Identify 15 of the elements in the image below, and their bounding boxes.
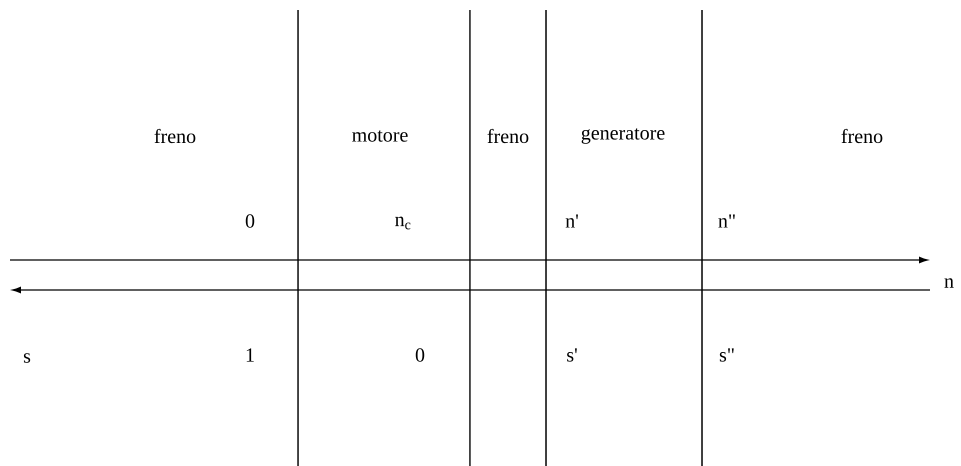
region-label: freno [488, 128, 528, 144]
speed-value: n' [566, 214, 578, 228]
region-label: freno [842, 128, 882, 144]
slip-value: 0 [416, 348, 424, 362]
region-label: motore [352, 130, 408, 142]
region-label: generatore [582, 128, 665, 144]
axis-label: s [24, 353, 30, 363]
axis-label: n [944, 278, 954, 288]
slip-value: 1 [246, 348, 254, 362]
slip-value: s' [567, 348, 577, 362]
speed-value: n" [718, 214, 735, 228]
region-label: freno [154, 128, 196, 144]
slip-value: s" [720, 348, 734, 362]
speed-value: 0 [246, 214, 254, 228]
speed-value: n$_{c}$ [395, 216, 410, 230]
